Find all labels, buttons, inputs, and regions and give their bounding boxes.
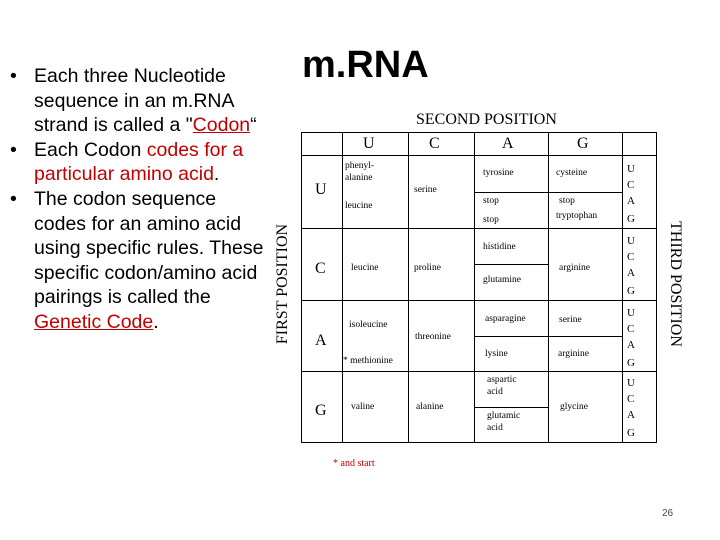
table-footnote: * and start	[333, 458, 375, 469]
third-base: U	[627, 307, 635, 319]
bullet-text: The codon sequence codes for an amino ac…	[34, 187, 264, 309]
third-base: C	[627, 251, 635, 263]
grid-line	[474, 336, 548, 337]
grid-line	[408, 132, 409, 443]
bullet-after: “	[250, 114, 257, 137]
third-base: A	[627, 339, 635, 351]
amino-acid: valine	[351, 402, 375, 412]
col-head-c: C	[429, 135, 440, 152]
row-head-u: U	[315, 181, 327, 198]
third-base: C	[627, 179, 635, 191]
grid-line	[301, 228, 657, 229]
amino-acid: glutamine	[483, 275, 521, 285]
bullet-highlight: codes for a particular amino acid	[34, 138, 244, 186]
genetic-code-link[interactable]: Genetic Code	[34, 310, 154, 333]
row-head-c: C	[315, 260, 326, 277]
grid-line	[301, 155, 657, 156]
bullet-text: Each Codon	[34, 138, 147, 161]
bullet-dot: •	[10, 65, 17, 87]
amino-acid: leucine	[351, 263, 379, 273]
grid-line	[656, 132, 657, 443]
grid-line	[474, 407, 548, 408]
grid-line	[474, 132, 475, 443]
row-head-a: A	[315, 332, 327, 349]
third-base: U	[627, 377, 635, 389]
col-head-g: G	[577, 135, 589, 152]
stop-codon: stop	[483, 196, 499, 206]
bullet-after: .	[153, 310, 159, 333]
bullet-after: .	[213, 163, 220, 186]
grid-line	[474, 264, 548, 265]
slide-title: m.RNA	[302, 44, 429, 86]
grid-line	[548, 336, 622, 337]
grid-line	[301, 300, 657, 301]
amino-acid: acid	[487, 423, 503, 433]
amino-acid: glutamic	[487, 411, 521, 421]
bullet-dot: •	[10, 187, 17, 210]
third-base: A	[627, 409, 635, 421]
grid-line	[301, 132, 302, 443]
amino-acid: lysine	[485, 349, 508, 359]
amino-acid: alanine	[416, 402, 444, 412]
grid-line	[548, 192, 622, 193]
third-base: G	[627, 427, 635, 439]
stop-codon: stop	[483, 215, 499, 225]
grid-line	[301, 442, 657, 443]
amino-acid: asparagine	[485, 314, 526, 324]
third-base: A	[627, 195, 635, 207]
amino-acid: arginine	[559, 263, 590, 273]
third-base: C	[627, 323, 635, 335]
bullet-genetic-code: • The codon sequence codes for an amino a…	[8, 187, 270, 335]
amino-acid: aspartic	[487, 375, 517, 385]
amino-acid: alanine	[345, 173, 373, 183]
codon-link[interactable]: Codon	[192, 114, 251, 137]
amino-acid: acid	[487, 387, 503, 397]
amino-acid: arginine	[558, 349, 589, 359]
grid-line	[301, 371, 657, 372]
third-base: G	[627, 285, 635, 297]
amino-acid: threonine	[415, 332, 451, 342]
amino-acid: tryptophan	[556, 211, 598, 221]
stop-codon: stop	[559, 196, 575, 206]
amino-acid: phenyl-	[345, 161, 375, 171]
third-base: G	[627, 213, 635, 225]
grid-line	[342, 132, 343, 443]
amino-acid: proline	[414, 263, 441, 273]
third-position-label: THIRD POSITION	[667, 221, 684, 347]
row-head-g: G	[315, 402, 327, 419]
amino-acid: * methionine	[343, 356, 393, 366]
amino-acid: cysteine	[556, 168, 588, 178]
amino-acid: isoleucine	[349, 320, 388, 330]
second-position-label: SECOND POSITION	[416, 111, 557, 128]
bullet-list: • Each three Nucleotide sequence in an m.…	[8, 64, 270, 335]
third-base: G	[627, 357, 635, 369]
third-base: U	[627, 163, 635, 175]
grid-line	[301, 132, 657, 133]
amino-acid: tyrosine	[483, 168, 514, 178]
third-base: U	[627, 235, 635, 247]
page-number: 26	[662, 508, 674, 519]
bullet-dot: •	[10, 138, 17, 161]
col-head-a: A	[502, 135, 514, 152]
grid-line	[548, 132, 549, 443]
amino-acid: histidine	[483, 242, 516, 252]
amino-acid: leucine	[345, 201, 373, 211]
amino-acid: serine	[559, 315, 582, 325]
first-position-label: FIRST POSITION	[274, 223, 291, 345]
bullet-codon: • Each three Nucleotide sequence in an m.…	[8, 64, 270, 138]
col-head-u: U	[363, 135, 375, 152]
bullet-codes: • Each Codon codes for a particular amino…	[8, 138, 270, 187]
grid-line	[474, 192, 548, 193]
bullet-text: Each three Nucleotide sequence in an m.R…	[34, 65, 234, 137]
third-base: A	[627, 267, 635, 279]
amino-acid: glycine	[560, 402, 588, 412]
grid-line	[622, 132, 623, 443]
third-base: C	[627, 393, 635, 405]
amino-acid: serine	[414, 185, 437, 195]
genetic-code-table: U C A G U C A G U C A G U C A G U C A G …	[301, 132, 657, 443]
